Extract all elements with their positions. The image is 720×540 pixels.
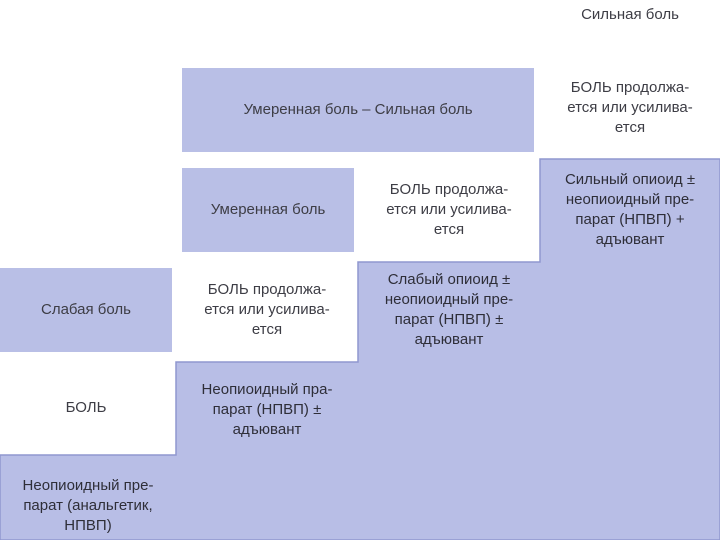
text-line: ется или усилива- — [386, 201, 512, 218]
text-line: ется — [433, 221, 465, 238]
step3-treatment-text: Сильный опиоид ± неопиоидный пре- парат … — [540, 170, 720, 250]
pain-persists-text-1: БОЛЬ продолжа- ется или усилива- ется — [540, 78, 720, 138]
pain-persists-text-3: БОЛЬ продолжа- ется или усилива- ется — [178, 280, 356, 340]
text-line: БОЛЬ продолжа- — [570, 79, 690, 96]
text-line: ется — [614, 119, 646, 136]
text-line: ется или усилива- — [204, 301, 330, 318]
step1-treatment-text: Неопиоидный пра- парат (НПВП) ± адъювант — [176, 380, 358, 440]
text-line: Неопиоидный пра- — [201, 381, 333, 398]
step2-treatment-text: Слабый опиоид ± неопиоидный пре- парат (… — [358, 270, 540, 350]
base-treatment-text: Неопиоидный пре- парат (анальгетик, НПВП… — [0, 476, 176, 536]
pain-box-label: Умеренная боль — [210, 201, 326, 218]
text-line: парат (НПВП) ± — [394, 311, 504, 328]
text-line: адъювант — [595, 231, 665, 248]
text-line: БОЛЬ продолжа- — [207, 281, 327, 298]
text-line: ется — [251, 321, 283, 338]
text-line: парат (НПВП) + — [575, 211, 685, 228]
text-line: НПВП) — [64, 517, 112, 534]
text-line: Сильный опиоид ± — [564, 171, 696, 188]
pain-label: БОЛЬ — [65, 399, 107, 416]
text-line: БОЛЬ продолжа- — [389, 181, 509, 198]
pain-box-mild: Слабая боль — [0, 268, 172, 352]
pain-box-moderate: Умеренная боль — [182, 168, 354, 252]
staircase-fill — [0, 158, 720, 540]
top-label: Сильная боль — [581, 6, 679, 23]
pain-box-label: Слабая боль — [41, 301, 131, 318]
pain-box-moderate-severe: Умеренная боль – Сильная боль — [182, 68, 534, 152]
text-line: Слабый опиоид ± — [387, 271, 511, 288]
text-line: неопиоидный пре- — [565, 191, 695, 208]
text-line: адъювант — [414, 331, 484, 348]
text-line: парат (НПВП) ± — [212, 401, 322, 418]
text-line: неопиоидный пре- — [384, 291, 514, 308]
text-line: ется или усилива- — [567, 99, 693, 116]
pain-box-label: Умеренная боль – Сильная боль — [243, 101, 473, 118]
text-line: адъювант — [232, 421, 302, 438]
pain-persists-text-2: БОЛЬ продолжа- ется или усилива- ется — [360, 180, 538, 240]
text-line: парат (анальгетик, — [23, 497, 153, 514]
text-line: Неопиоидный пре- — [22, 477, 154, 494]
